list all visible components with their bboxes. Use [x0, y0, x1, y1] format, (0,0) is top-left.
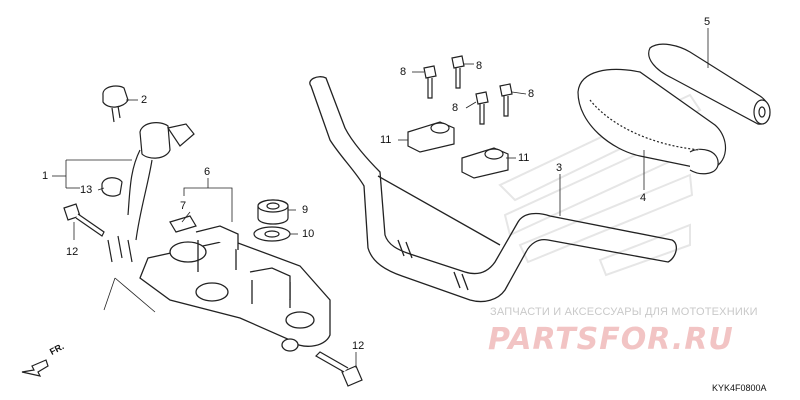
callout-12a: 12: [66, 246, 79, 258]
callout-4: 4: [640, 192, 647, 204]
clamp-bolts: [423, 55, 513, 125]
callout-11b: 11: [518, 152, 530, 164]
callout-1: 1: [42, 170, 49, 182]
callout-10: 10: [302, 228, 315, 240]
washer: [253, 226, 291, 242]
callout-3: 3: [556, 162, 563, 174]
callout-12b: 12: [352, 340, 365, 352]
callout-8d: 8: [528, 88, 535, 100]
callout-6: 6: [204, 166, 211, 178]
leader-lines: [52, 28, 709, 368]
callout-9: 9: [302, 204, 309, 216]
callout-7: 7: [180, 200, 187, 212]
callout-11a: 11: [380, 134, 392, 146]
rubber-pad: [169, 215, 197, 233]
stem-nut: [257, 199, 289, 225]
callout-2: 2: [141, 94, 148, 106]
bolt-upper: [63, 203, 105, 237]
handlebar: [309, 76, 678, 303]
grip-cover: [577, 68, 727, 175]
handlebar-holders: [407, 121, 509, 179]
callout-8c: 8: [452, 102, 459, 114]
callout-5: 5: [704, 16, 711, 28]
grip-tube: [648, 43, 771, 125]
watermark-logo: PARTSFOR.RU: [488, 322, 734, 357]
forward-arrow-icon: [21, 359, 49, 377]
callout-13: 13: [80, 184, 93, 196]
diagram-code: KYK4F0800A: [712, 383, 767, 393]
callout-8b: 8: [476, 60, 483, 72]
ignition-key: [102, 85, 129, 123]
ignition-switch: [107, 122, 195, 263]
callout-8a: 8: [400, 66, 407, 78]
top-bridge: [139, 225, 331, 352]
wire-clip: [101, 177, 123, 197]
watermark-tagline: ЗАПЧАСТИ И АКСЕССУАРЫ ДЛЯ МОТОТЕХНИКИ: [490, 306, 758, 318]
bolt-lower: [315, 351, 363, 387]
